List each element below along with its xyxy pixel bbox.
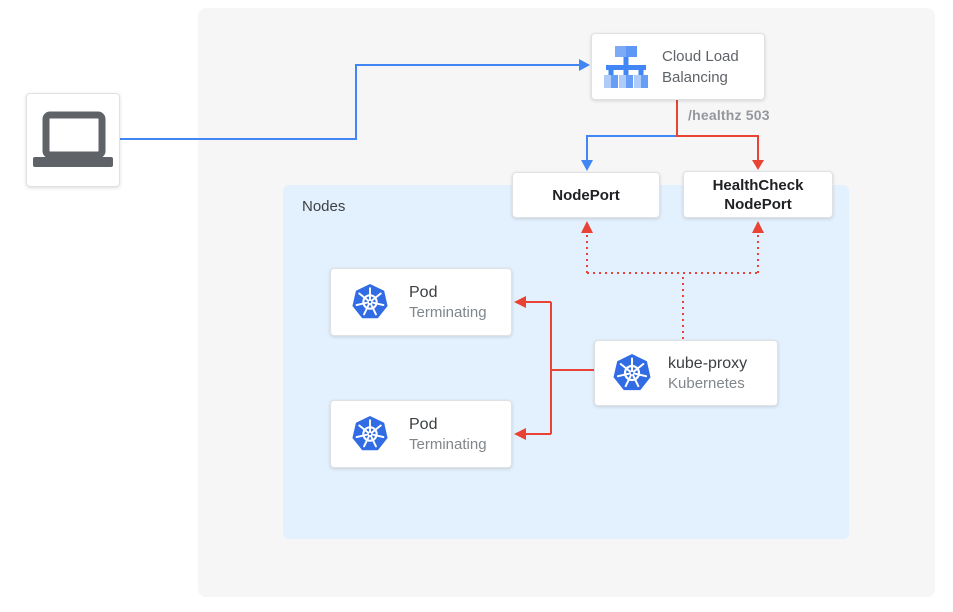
kubernetes-icon — [352, 415, 388, 451]
kube-proxy-text: kube-proxy Kubernetes — [668, 353, 747, 394]
kube-proxy-box: kube-proxy Kubernetes — [594, 340, 778, 406]
cloud-load-balancing-label: Cloud Load Balancing — [662, 46, 739, 88]
kube-proxy-subtitle: Kubernetes — [668, 374, 745, 392]
pod2-status: Terminating — [409, 435, 487, 453]
pod2-text: Pod Terminating — [409, 414, 487, 455]
pod1-text: Pod Terminating — [409, 282, 487, 323]
healthcheck-nodeport-box: HealthCheck NodePort — [683, 171, 833, 218]
pod-terminating-box-1: Pod Terminating — [330, 268, 512, 336]
pod2-title: Pod — [409, 415, 438, 433]
pod1-status: Terminating — [409, 303, 487, 321]
healthcheck-nodeport-label-line1: HealthCheck — [712, 176, 804, 194]
load-balancer-icon — [604, 45, 648, 88]
cloud-load-balancing-box: Cloud Load Balancing — [591, 33, 765, 100]
healthz-503-label: /healthz 503 — [688, 107, 770, 123]
kubernetes-icon — [613, 354, 651, 391]
clb-label-line2: Balancing — [662, 68, 728, 86]
kube-proxy-title: kube-proxy — [668, 354, 748, 372]
pod-terminating-box-2: Pod Terminating — [330, 400, 512, 468]
nodeport-box: NodePort — [512, 172, 660, 218]
kubernetes-icon — [352, 283, 388, 319]
pod1-title: Pod — [409, 283, 438, 301]
clb-label-line1: Cloud Load — [662, 47, 739, 65]
client-box — [26, 93, 120, 187]
healthcheck-nodeport-label-line2: NodePort — [724, 195, 792, 213]
laptop-icon — [33, 111, 113, 167]
nodes-panel-label: Nodes — [302, 198, 346, 215]
nodeport-label: NodePort — [552, 186, 620, 204]
